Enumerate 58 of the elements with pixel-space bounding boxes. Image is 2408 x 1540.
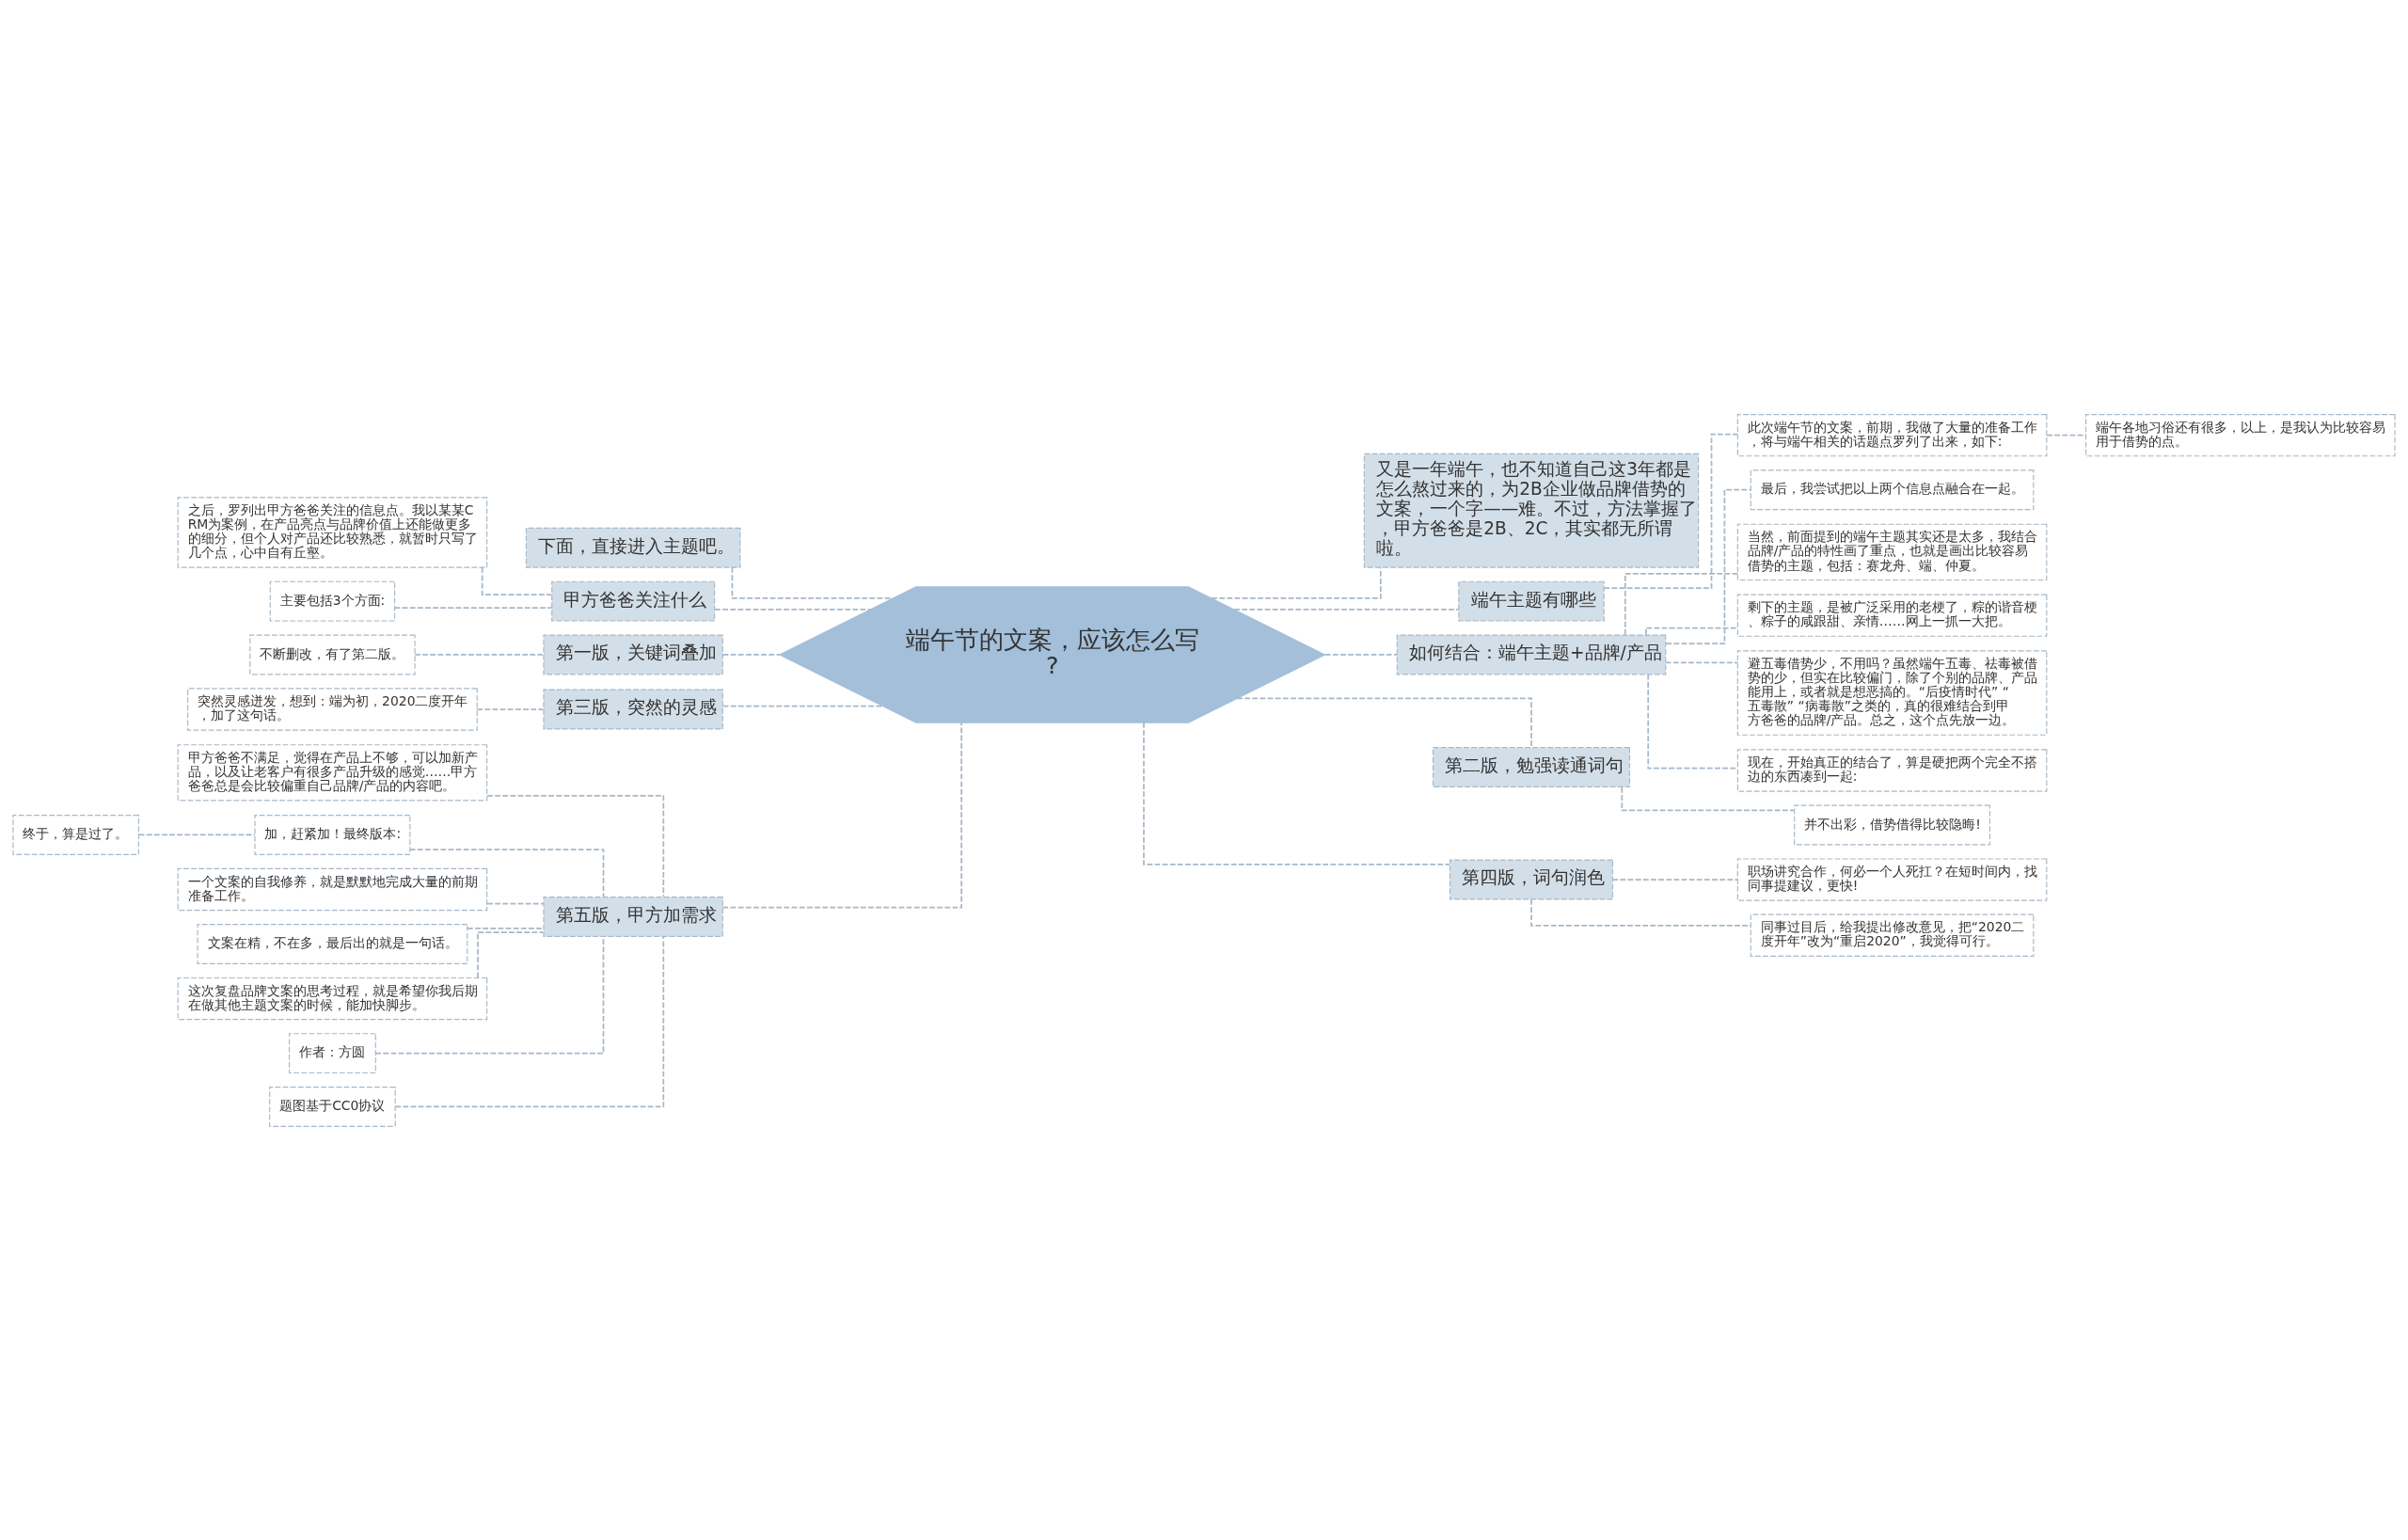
node-box: 避五毒借势少，不用吗？虽然端午五毒、祛毒被借势的少，但实在比较偏门，除了个别的品牌、产品能用上，或者就是想恶搞的。“后疫情时代” “五毒散” “病毒散”之类的，真的很难结合到甲方爸爸的品牌/产品。总之，这个点先放一边。 (1736, 649, 2048, 736)
node-box: 主要包括3个方面: (269, 580, 396, 622)
node-box: 甲方爸爸关注什么 (551, 580, 716, 622)
connector (1236, 697, 1532, 748)
node-box: 甲方爸爸不满足，觉得在产品上不够，可以加新产品，以及让老客户有很多产品升级的感觉……甲方爸爸总是会比较偏重自己品牌/产品的内容吧。 (177, 743, 488, 801)
node-box: 作者：方圆 (289, 1032, 376, 1073)
connector (409, 848, 605, 897)
node-box: 此次端午节的文案，前期，我做了大量的准备工作，将与端午相关的话题点罗列了出来，如下: (1736, 413, 2048, 456)
node-box: 第五版，甲方加需求 (543, 896, 723, 937)
node-box: 不断删改，有了第二版。 (249, 634, 416, 675)
connector (481, 565, 553, 595)
node-box: 加，赶紧加！最终版本: (254, 814, 411, 855)
node-box: 文案在精，不在多，最后出的就是一句话。 (197, 923, 468, 964)
node-box: 最后，我尝试把以上两个信息点融合在一起。 (1750, 468, 2035, 510)
node-box: 第一版，关键词叠加 (543, 634, 723, 675)
connector (477, 930, 545, 978)
connector (1143, 721, 1450, 865)
node-box: 如何结合：端午主题+品牌/产品 (1396, 634, 1667, 675)
node-box: 当然，前面提到的端午主题其实还是太多，我结合品牌/产品的特性画了重点，也就是画出比较容易借势的主题，包括：赛龙舟、端、仲夏。 (1736, 523, 2048, 580)
node-box: 第四版，词句润色 (1449, 859, 1614, 900)
node-box: 并不出彩，借势借得比较隐晦! (1794, 804, 1991, 845)
node-box: 题图基于CC0协议 (269, 1086, 396, 1127)
connector (1624, 572, 1739, 636)
node-box: 职场讲究合作，何必一个人死扛？在短时间内，找同事提建议，更快! (1736, 857, 2048, 901)
node-box: 又是一年端午，也不知道自己这3年都是怎么熬过来的，为2B企业做品牌借势的文案，一个字——难。不过，方法掌握了，甲方爸爸是2B、2C，其实都无所谓啦。 (1363, 452, 1700, 568)
connector (721, 653, 781, 656)
connector (1233, 608, 1460, 611)
connector (721, 705, 884, 706)
connector (1665, 488, 1752, 644)
connector (486, 902, 545, 904)
connector (1664, 661, 1739, 663)
connector (486, 794, 665, 897)
connector (1611, 878, 1738, 881)
node-box: 端午各地习俗还有很多，以上，是我认为比较容易用于借势的点。 (2085, 413, 2396, 456)
connector (1211, 566, 1382, 599)
connector (393, 606, 553, 609)
node-box: 终于，算是过了。 (12, 814, 139, 855)
node-box: 同事过目后，给我提出修改意见，把“2020二度开年”改为“重启2020”，我觉得可行。 (1750, 913, 2035, 957)
connector (137, 834, 256, 835)
node-box: 剩下的主题，是被广泛采用的老梗了，粽的谐音梗、粽子的咸跟甜、亲情……网上一抓一大把。 (1736, 594, 2048, 637)
connector (714, 608, 871, 611)
node-box: 第三版，突然的灵感 (543, 689, 723, 729)
node-box: 突然灵感迸发，想到：端为初，2020二度开年，加了这句话。 (187, 687, 478, 731)
node-box: 之后，罗列出甲方爸爸关注的信息点。我以某某CRM为案例，在产品亮点与品牌价值上还能做更多的细分，但个人对产品还比较熟悉，就暂时只写了几个点，心中自有丘壑。 (177, 496, 488, 568)
connector (467, 927, 545, 929)
connector (414, 653, 545, 656)
node-box: 下面，直接进入主题吧。 (525, 527, 741, 568)
connector (1645, 627, 1739, 636)
connector (394, 935, 665, 1107)
node-box: 现在，开始真正的结合了，算是硬把两个完全不搭边的东西凑到一起: (1736, 748, 2048, 792)
node-box: 这次复盘品牌文案的思考过程，就是希望你我后期在做其他主题文案的时候，能加快脚步。 (177, 976, 488, 1020)
connector (1323, 653, 1398, 656)
node-box: 端午主题有哪些 (1458, 580, 1605, 622)
node-box: 一个文案的自我修养，就是默默地完成大量的前期准备工作。 (177, 867, 488, 911)
connector (721, 721, 963, 909)
node-box: 第二版，勉强读通词句 (1432, 746, 1631, 787)
connector (476, 707, 545, 710)
connector (1621, 786, 1796, 811)
